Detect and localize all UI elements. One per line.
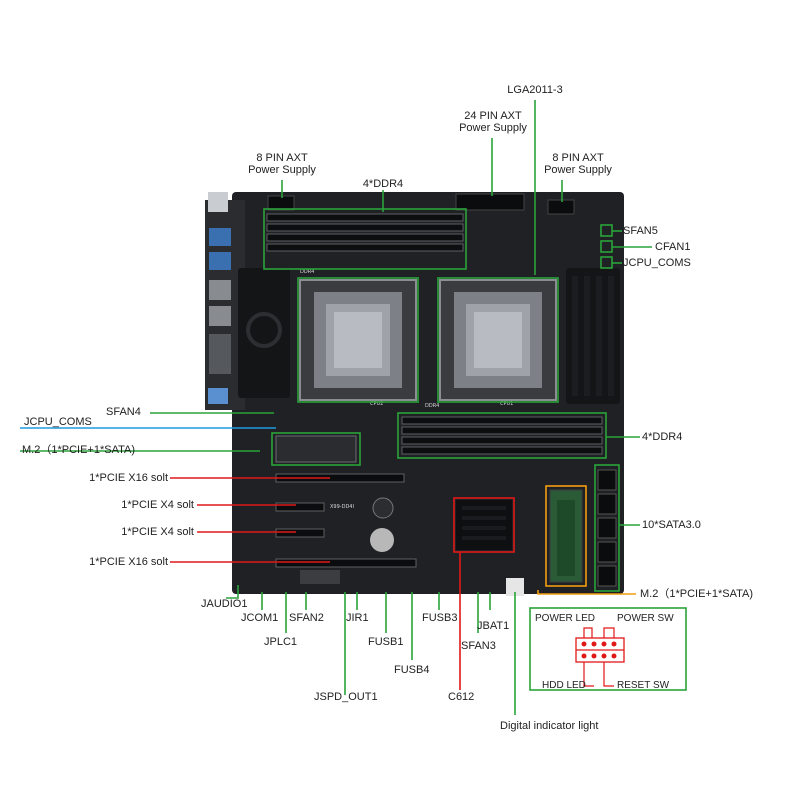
label-cfan1: CFAN1 bbox=[655, 241, 691, 253]
pcie-x16-slot-2 bbox=[275, 558, 417, 568]
usb-port bbox=[209, 252, 231, 270]
vrm-fin bbox=[608, 276, 614, 396]
label-jcpu-coms-right: JCPU_COMS bbox=[623, 257, 691, 269]
red-callouts bbox=[170, 477, 515, 690]
audio-port bbox=[209, 334, 231, 374]
vrm-heatsink-left bbox=[238, 268, 290, 398]
usb-port bbox=[209, 228, 231, 246]
label-jcpu-coms-left: JCPU_COMS bbox=[24, 416, 92, 428]
front-panel-inset bbox=[529, 607, 687, 691]
model-silk: X99-DD4I bbox=[330, 504, 354, 510]
highlight-m2-right bbox=[545, 485, 587, 587]
label-jplc1: JPLC1 bbox=[264, 636, 298, 648]
label-fusb3: FUSB3 bbox=[422, 612, 458, 624]
inset-frame bbox=[529, 607, 687, 691]
cpu2-socket bbox=[299, 279, 417, 401]
green-callouts bbox=[20, 100, 652, 715]
label-8pin-left-line2: Power Supply bbox=[248, 164, 316, 176]
ddr4-silk-mid: DDR4 bbox=[425, 403, 439, 409]
ddr4-slots-top bbox=[266, 213, 464, 252]
label-pcie-x16-2: 1*PCIE X16 solt bbox=[89, 556, 168, 568]
highlight-cpu2 bbox=[297, 277, 419, 403]
usb-header bbox=[300, 570, 340, 584]
front-panel-header bbox=[506, 578, 524, 596]
pcie-x4-slot-2 bbox=[275, 528, 325, 538]
label-24pin-line1: 24 PIN AXT bbox=[464, 110, 522, 122]
label-hdd-led: HDD LED bbox=[542, 680, 586, 691]
io-bracket-top bbox=[208, 192, 228, 212]
label-sfan2: SFAN2 bbox=[289, 612, 324, 624]
cpu2-silk: CPU2 bbox=[370, 401, 383, 407]
label-sata: 10*SATA3.0 bbox=[642, 519, 701, 531]
motherboard: CPU2 CPU1 DDR4 DDR4 X99-DD4I bbox=[205, 192, 624, 596]
label-pcie-x16-1: 1*PCIE X16 solt bbox=[89, 472, 168, 484]
battery bbox=[370, 528, 394, 552]
label-reset-sw: RESET SW bbox=[617, 680, 670, 691]
lan-port bbox=[209, 306, 231, 326]
ddr4-slots-right bbox=[401, 416, 603, 455]
highlight-ddr4-top bbox=[263, 208, 467, 270]
vrm-fin bbox=[596, 276, 602, 396]
m2-slot-left bbox=[275, 435, 357, 463]
sata-ports bbox=[597, 469, 617, 587]
label-fusb4: FUSB4 bbox=[394, 664, 430, 676]
m2-module bbox=[557, 500, 575, 576]
label-jir1: JIR1 bbox=[346, 612, 369, 624]
label-8pin-left-line1: 8 PIN AXT bbox=[256, 152, 308, 164]
label-8pin-right-line1: 8 PIN AXT bbox=[552, 152, 604, 164]
label-ddr4-right: 4*DDR4 bbox=[642, 431, 683, 443]
label-digital-indicator: Digital indicator light bbox=[500, 720, 599, 732]
label-sfan4: SFAN4 bbox=[106, 406, 141, 418]
vrm-fin bbox=[584, 276, 590, 396]
24pin-connector bbox=[455, 193, 525, 211]
8pin-connector-right bbox=[547, 199, 575, 215]
label-jcom1: JCOM1 bbox=[241, 612, 279, 624]
heatsink-fan-mark bbox=[246, 312, 282, 348]
chipset-fin bbox=[462, 506, 506, 510]
label-jspd-out1: JSPD_OUT1 bbox=[314, 691, 378, 703]
ddr4-silk-top: DDR4 bbox=[300, 269, 314, 275]
label-power-sw: POWER SW bbox=[617, 613, 674, 624]
cpu1-silk: CPU1 bbox=[500, 401, 513, 407]
highlight-cpu1 bbox=[437, 277, 559, 403]
label-fusb1: FUSB1 bbox=[368, 636, 404, 648]
io-bracket-bottom bbox=[208, 388, 228, 404]
label-pcie-x4-1: 1*PCIE X4 solt bbox=[121, 499, 194, 511]
8pin-connector-left bbox=[267, 195, 295, 211]
cpu1-socket bbox=[439, 279, 557, 401]
chipset-fin bbox=[462, 536, 506, 540]
highlight-c612 bbox=[453, 497, 515, 553]
pin-dots bbox=[581, 641, 617, 659]
label-ddr4-top: 4*DDR4 bbox=[362, 178, 404, 190]
orange-callouts bbox=[537, 485, 636, 595]
lan-port bbox=[209, 280, 231, 300]
highlight-sata bbox=[594, 464, 620, 592]
label-jbat1: JBAT1 bbox=[477, 620, 510, 632]
chipset-fin bbox=[462, 526, 506, 530]
label-m2-left: M.2（1*PCIE+1*SATA) bbox=[22, 444, 135, 456]
label-jaudio1: JAUDIO1 bbox=[201, 598, 248, 610]
highlight-m2-left bbox=[271, 432, 361, 466]
highlight-ddr4-right bbox=[397, 412, 607, 459]
label-sfan3: SFAN3 bbox=[461, 640, 496, 652]
label-power-led: POWER LED bbox=[535, 613, 596, 624]
label-c612: C612 bbox=[448, 691, 475, 703]
label-m2-right: M.2（1*PCIE+1*SATA) bbox=[640, 588, 753, 600]
label-sfan5: SFAN5 bbox=[623, 225, 658, 237]
vrm-fin bbox=[572, 276, 578, 396]
vrm-heatsink-right bbox=[566, 268, 620, 404]
label-8pin-right-line2: Power Supply bbox=[544, 164, 612, 176]
label-pcie-x4-2: 1*PCIE X4 solt bbox=[121, 526, 194, 538]
chipset-fin bbox=[462, 516, 506, 520]
bios-chip bbox=[372, 497, 394, 519]
label-24pin-line2: Power Supply bbox=[459, 122, 527, 134]
label-lga2011-3: LGA2011-3 bbox=[507, 84, 563, 96]
pcie-x4-slot-1 bbox=[275, 502, 325, 512]
